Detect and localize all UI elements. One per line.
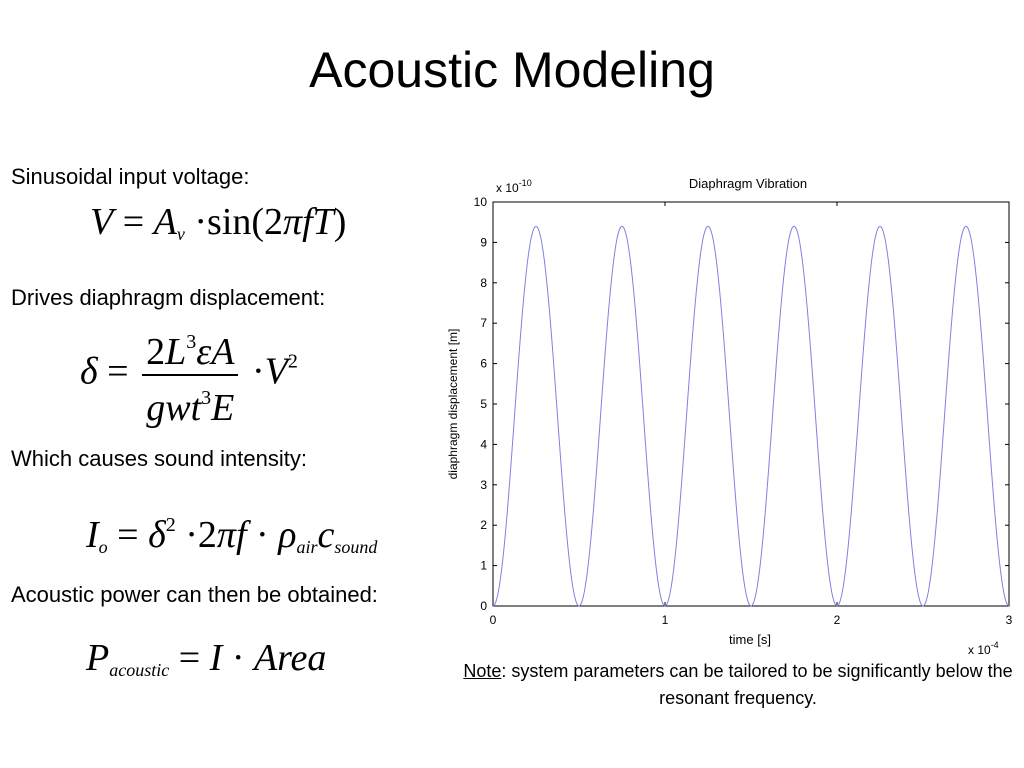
eq2-dot: ·: [251, 350, 265, 393]
eq1-amp: A: [153, 201, 177, 243]
intensity-equation: Io = δ2 ·2πf · ρaircsound: [86, 503, 377, 569]
y-tick-label-1: 1: [480, 559, 487, 573]
eq3-c: c: [317, 514, 335, 556]
displacement-label: Drives diaphragm displacement:: [11, 285, 326, 310]
eq1-close: ): [333, 201, 347, 243]
y-tick-label-2: 2: [480, 518, 487, 532]
eq4-p: P: [86, 637, 110, 679]
eq2-v-sup: 2: [287, 350, 298, 373]
eq2-denominator: gwt3E: [142, 376, 238, 428]
eq2-den-e: E: [211, 387, 235, 429]
eq4-equals: =: [178, 637, 201, 679]
x-exponent-base: x 10: [968, 643, 991, 657]
x-tick-label-2: 2: [834, 613, 841, 627]
eq2-v: V: [264, 350, 288, 393]
eq2-num-l-sup: 3: [186, 331, 197, 353]
y-tick-label-9: 9: [480, 235, 487, 249]
eq2-fraction: 2L3εA gwt3E: [142, 322, 239, 428]
eq1-amp-sub: v: [176, 224, 185, 244]
axis-ticks: 0 1 2 3 4 5 6 7 8 9 10 0 1 2 3: [474, 195, 1013, 627]
eq1-sin: sin(2: [207, 201, 284, 243]
eq4-i: I: [209, 637, 223, 679]
eq3-i: I: [86, 514, 99, 556]
x-tick-label-1: 1: [662, 613, 669, 627]
note: Note: system parameters can be tailored …: [462, 658, 1014, 712]
x-axis-label: time [s]: [729, 632, 771, 647]
eq1-dot: ·: [194, 201, 208, 243]
eq3-rho-sub: air: [296, 537, 318, 557]
chart-title: Diaphragm Vibration: [689, 176, 807, 191]
y-tick-label-5: 5: [480, 397, 487, 411]
eq2-num-a: A: [211, 331, 235, 373]
y-tick-label-8: 8: [480, 276, 487, 290]
eq3-delta-sup: 2: [165, 514, 176, 536]
displacement-equation: δ = 2L3εA gwt3E ·V2: [80, 322, 298, 428]
eq4-p-sub: acoustic: [109, 660, 170, 680]
x-exponent-power: -4: [991, 640, 999, 650]
eq3-two: 2: [197, 514, 217, 556]
eq3-i-sub: o: [98, 537, 108, 557]
y-tick-label-6: 6: [480, 357, 487, 371]
voltage-label: Sinusoidal input voltage:: [11, 164, 250, 189]
y-tick-label-4: 4: [480, 437, 487, 451]
y-exponent-power: -10: [519, 178, 532, 188]
eq3-dot1: ·: [185, 514, 198, 556]
eq1-pi: π: [283, 201, 303, 243]
eq2-den-gwt: gwt: [146, 387, 202, 429]
y-exponent-base: x 10: [496, 181, 519, 195]
eq2-den-sup: 3: [201, 387, 212, 409]
intensity-label: Which causes sound intensity:: [11, 446, 307, 471]
eq3-c-sub: sound: [334, 537, 378, 557]
y-tick-label-3: 3: [480, 478, 487, 492]
eq1-equals: =: [122, 201, 145, 243]
note-text: : system parameters can be tailored to b…: [501, 661, 1013, 708]
diaphragm-vibration-chart: 0 1 2 3 4 5 6 7 8 9 10 0 1 2 3 Diaphragm Vibration x 1…: [446, 176, 1013, 657]
eq3-f: f: [235, 514, 247, 556]
y-exponent: x 10-10: [496, 178, 532, 195]
eq3-rho: ρ: [278, 514, 297, 556]
power-label: Acoustic power can then be obtained:: [11, 582, 378, 607]
eq3-pi: π: [216, 514, 236, 556]
eq2-equals: =: [107, 350, 129, 393]
eq1-v: V: [90, 201, 114, 243]
eq1-f: f: [302, 201, 313, 243]
x-tick-label-0: 0: [490, 613, 497, 627]
x-exponent: x 10-4: [968, 640, 999, 657]
eq3-dot2: ·: [256, 514, 269, 556]
y-axis-label: diaphragm displacement [m]: [446, 329, 460, 480]
note-label: Note: [463, 661, 502, 681]
x-tick-label-3: 3: [1006, 613, 1013, 627]
y-tick-label-0: 0: [480, 599, 487, 613]
eq2-num-eps: ε: [196, 331, 212, 373]
eq2-numerator: 2L3εA: [142, 322, 239, 376]
eq2-num-two: 2: [146, 331, 166, 373]
eq4-area: Area: [253, 637, 327, 679]
voltage-equation: V = Av ·sin(2πfT): [90, 200, 346, 256]
slide-title: Acoustic Modeling: [309, 42, 715, 98]
eq4-dot: ·: [231, 637, 245, 679]
power-equation: Pacoustic = I · Area: [86, 636, 326, 692]
y-tick-label-7: 7: [480, 316, 487, 330]
y-tick-label-10: 10: [474, 195, 488, 209]
series-line: [492, 225, 1010, 607]
plot-frame: [492, 201, 1010, 607]
eq2-num-l: L: [165, 331, 187, 373]
eq1-t: T: [312, 201, 334, 243]
eq2-delta: δ: [80, 350, 98, 393]
eq3-delta: δ: [148, 514, 166, 556]
eq3-equals: =: [117, 514, 139, 556]
